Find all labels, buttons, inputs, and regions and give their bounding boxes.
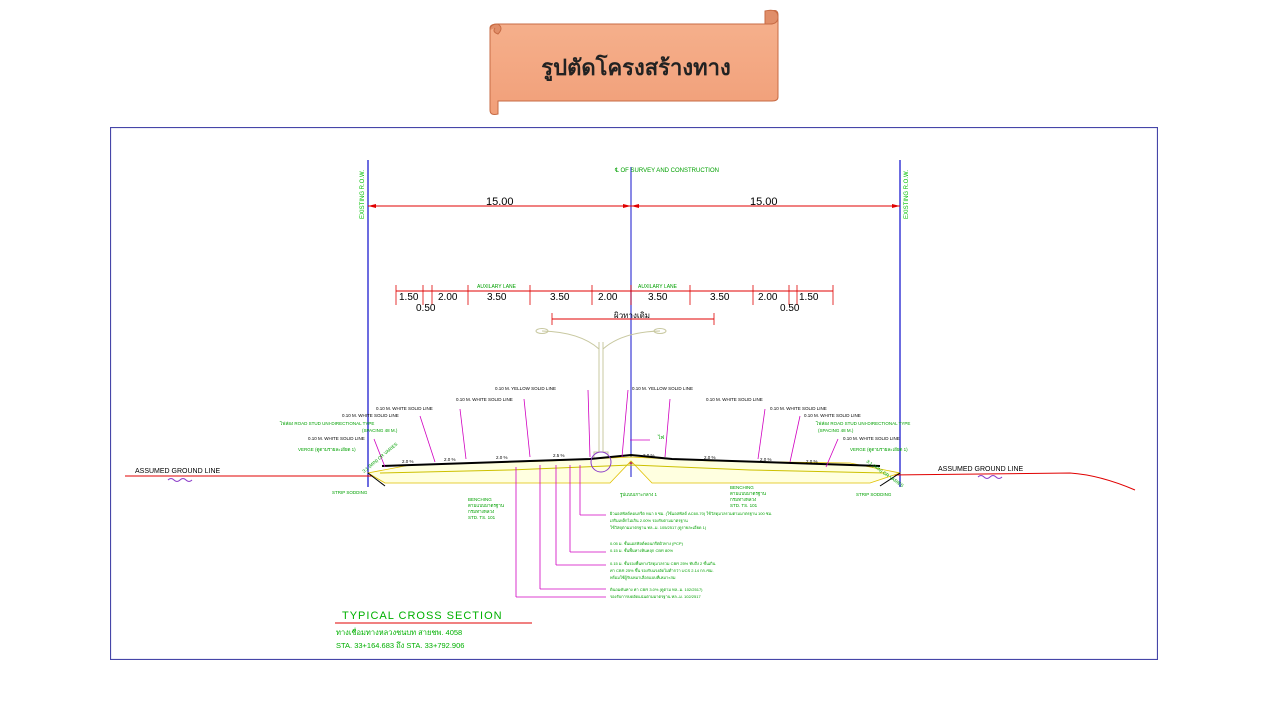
ground-hatch-left <box>167 478 193 482</box>
half-width-left: 15.00 <box>486 196 514 208</box>
slope: 2.0 % <box>643 453 655 458</box>
cross-section-drawing: EXISTING R.O.W. EXISTING R.O.W. ℄ OF SUR… <box>110 127 1158 660</box>
pole-label: ไฟ <box>657 434 665 441</box>
section-title: TYPICAL CROSS SECTION <box>342 610 503 622</box>
dim-arrow <box>631 204 639 208</box>
svg-text:กรมทางหลวง: กรมทางหลวง <box>730 497 756 502</box>
svg-text:เสริมเหล็กไม่เกิน 2.00% รองรับ: เสริมเหล็กไม่เกิน 2.00% รองรับตามมาตรฐาน <box>610 517 688 523</box>
stud-label-right-spacing: (SPACING 48 M.) <box>818 428 854 433</box>
existing-road-label: ผิวทางเดิม <box>614 311 650 320</box>
slope: 2.0 % <box>402 459 414 464</box>
svg-text:ตามแบบมาตรฐาน: ตามแบบมาตรฐาน <box>730 491 766 497</box>
white-line-label: 0.10 M. WHITE SOLID LINE <box>706 397 763 402</box>
title-banner: รูปตัดโครงสร้างทาง <box>489 9 779 115</box>
benching-left: BENCHING ตามแบบมาตรฐาน กรมทางหลวง STD. T… <box>468 497 504 520</box>
banner-curl-top <box>764 9 779 25</box>
stud-label-left: ไฟส่อง ROAD STUD UNI-DIRECTIONAL TYPE <box>279 421 374 426</box>
slope: 2.0 % <box>496 455 508 460</box>
white-line-label: 0.10 M. WHITE SOLID LINE <box>342 413 399 418</box>
ground-label-right: ASSUMED GROUND LINE <box>938 466 1024 473</box>
lane-dim: 2.00 <box>438 292 458 303</box>
material-notes: ผิวแอสฟัลต์คอนกรีต หนา 5 ซม. (ใช้แอสฟัลต… <box>609 511 772 599</box>
svg-text:STD. TS. 101: STD. TS. 101 <box>468 515 496 520</box>
slope: 2.5 % <box>553 453 565 458</box>
ground-label-left: ASSUMED GROUND LINE <box>135 468 221 475</box>
svg-text:ค่า CBR 25% ขึ้น รองรับแรงอัดไ: ค่า CBR 25% ขึ้น รองรับแรงอัดไม่ต่ำกว่า … <box>610 566 714 573</box>
lane-dim: 2.00 <box>598 292 618 303</box>
white-line-label: 0.10 M. WHITE SOLID LINE <box>804 413 861 418</box>
lane-dim: 2.00 <box>758 292 778 303</box>
dim-arrow <box>623 204 631 208</box>
centerline-label: ℄ OF SURVEY AND CONSTRUCTION <box>614 168 719 174</box>
slope: 2.0 % <box>806 459 818 464</box>
lane-dim: 1.50 <box>399 292 419 303</box>
verge-label-left: VERGE (ดูตามรายละเอียด 1) <box>298 447 356 453</box>
lane-dim: 3.50 <box>710 292 730 303</box>
lane-dim: 3.50 <box>550 292 570 303</box>
slide-title: รูปตัดโครงสร้างทาง <box>541 54 730 82</box>
white-line-label: 0.10 M. WHITE SOLID LINE <box>456 397 513 402</box>
svg-text:0.15 ม. ชั้นพื้นทางหินคลุก CBR: 0.15 ม. ชั้นพื้นทางหินคลุก CBR 80% <box>610 546 673 554</box>
svg-text:0.05 ม. ชั้นแอสฟัลต์คอนกรีตผิว: 0.05 ม. ชั้นแอสฟัลต์คอนกรีตผิวทาง (PCP) <box>610 539 684 546</box>
lane-dim: 3.50 <box>648 292 668 303</box>
section-subtitle: ทางเชื่อมทางหลวงชนบท สายชพ. 4058 <box>336 627 462 637</box>
svg-text:ใช้วัสดุตามมาตรฐาน ทล.-ม. 105/: ใช้วัสดุตามมาตรฐาน ทล.-ม. 105/2517 (ดูรา… <box>610 525 707 531</box>
banner-curl-bottom <box>489 23 502 35</box>
side-slope-left <box>367 472 386 487</box>
dim-arrow <box>892 204 900 208</box>
svg-text:กรมทางหลวง: กรมทางหลวง <box>468 509 494 514</box>
svg-text:BENCHING: BENCHING <box>730 485 754 490</box>
svg-text:รองรับการบดอัดแน่นตามมาตรฐาน ท: รองรับการบดอัดแน่นตามมาตรฐาน ทล.-ม. 102/… <box>610 594 701 599</box>
ground-hatch-right <box>977 475 1003 479</box>
verge-label-right: VERGE (ดูตามรายละเอียด 1) <box>850 447 908 453</box>
stud-label-left-spacing: (SPACING 48 M.) <box>362 428 398 433</box>
stud-label-right: ไฟส่อง ROAD STUD UNI-DIRECTIONAL TYPE <box>815 421 910 426</box>
lane-dim: 1.50 <box>799 292 819 303</box>
yellow-line-left: 0.10 M. YELLOW SOLID LINE <box>495 386 556 391</box>
svg-text:ตามแบบมาตรฐาน: ตามแบบมาตรฐาน <box>468 503 504 509</box>
yellow-line-right: 0.10 M. YELLOW SOLID LINE <box>632 386 693 391</box>
strip-sodding-right: STRIP SODDING <box>856 492 892 497</box>
drawing-border <box>110 127 1158 660</box>
svg-text:STD. TS. 101: STD. TS. 101 <box>730 503 758 508</box>
subbase-layer <box>379 464 886 474</box>
white-line-label: 0.10 M. WHITE SOLID LINE <box>376 406 433 411</box>
pavement-surface <box>381 453 881 467</box>
benching-right: BENCHING ตามแบบมาตรฐาน กรมทางหลวง STD. T… <box>730 485 766 508</box>
median-detail-circle <box>590 451 612 473</box>
svg-text:0.15 ม. ชั้นรองพื้นทางวัสดุมวล: 0.15 ม. ชั้นรองพื้นทางวัสดุมวลรวม CBR 25… <box>610 559 716 567</box>
svg-text:ดินถมคันทาง ค่า CBR 3.0% (ดูตา: ดินถมคันทาง ค่า CBR 3.0% (ดูตาม ทล.-ม. 1… <box>610 587 704 593</box>
lane-dim-ticks <box>395 285 834 305</box>
leader-lines <box>373 389 839 598</box>
side-slope-right <box>879 472 901 487</box>
offset-left: 0.50 <box>416 303 436 314</box>
slope: 2.0 % <box>444 457 456 462</box>
half-width-right: 15.00 <box>750 196 778 208</box>
section-station: STA. 33+164.683 ถึง STA. 33+792.906 <box>336 641 464 650</box>
strip-sodding-left: STRIP SODDING <box>332 490 368 495</box>
svg-text:ผิวแอสฟัลต์คอนกรีต หนา 5 ซม. (: ผิวแอสฟัลต์คอนกรีต หนา 5 ซม. (ใช้แอสฟัลต… <box>609 511 772 517</box>
row-label-left: EXISTING R.O.W. <box>360 170 366 219</box>
row-label-right: EXISTING R.O.W. <box>904 170 910 219</box>
dim-arrow <box>368 204 376 208</box>
white-line-label: 0.10 M. WHITE SOLID LINE <box>770 406 827 411</box>
aux-lane-left: AUXILARY LANE <box>477 284 517 290</box>
aux-lane-right: AUXILARY LANE <box>638 284 678 290</box>
offset-right: 0.50 <box>780 303 800 314</box>
median-note: รูปแบบเกาะกลาง 1 <box>620 492 658 498</box>
slope: 2.0 % <box>760 457 772 462</box>
slope: 2.0 % <box>704 455 716 460</box>
svg-text:BENCHING: BENCHING <box>468 497 492 502</box>
white-line-label: 0.10 M. WHITE SOLID LINE <box>308 436 365 441</box>
svg-text:พร้อมใช้ผู้รับเหมาเลือกแบบที่เ: พร้อมใช้ผู้รับเหมาเลือกแบบที่เหมาะสม <box>610 575 676 581</box>
white-line-label: 0.10 M. WHITE SOLID LINE <box>843 436 900 441</box>
lane-dim: 3.50 <box>487 292 507 303</box>
